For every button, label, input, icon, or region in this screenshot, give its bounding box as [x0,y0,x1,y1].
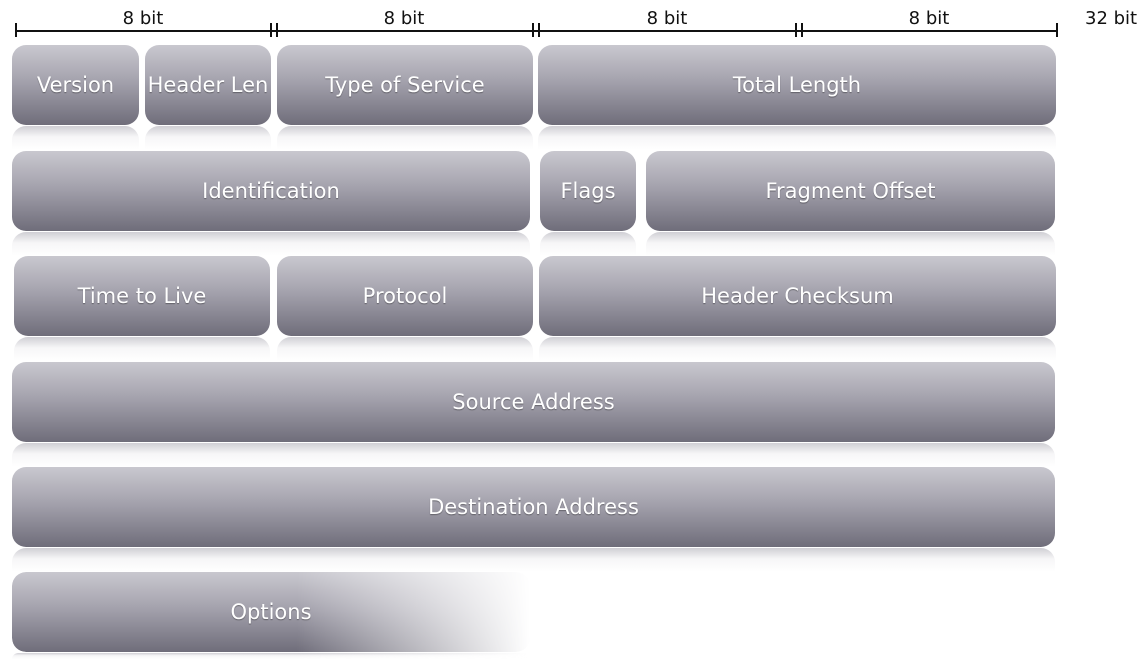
field-version: Version [12,45,139,125]
field-header-checksum: Header Checksum [539,256,1056,336]
segment-label: 8 bit [908,8,950,29]
segment-label: 8 bit [646,8,688,29]
bit-scale: 8 bit 8 bit 8 bit 8 bit 32 bit [0,0,1143,40]
field-label: Flags [560,179,616,203]
field-label: Destination Address [428,495,639,519]
field-label: Protocol [362,284,448,308]
field-label: Header Len [147,73,269,97]
scale-tick [276,23,278,37]
field-label: Type of Service [325,73,485,97]
field-protocol: Protocol [277,256,533,336]
field-reflection [646,232,1055,256]
scale-tick [532,23,534,37]
scale-tick [270,23,272,37]
field-fragment-offset: Fragment Offset [646,151,1055,231]
field-reflection [12,443,1055,467]
field-reflection [12,548,1055,572]
field-identification: Identification [12,151,530,231]
field-label: Total Length [732,73,862,97]
field-reflection [540,232,636,256]
scale-tick [1056,23,1058,37]
field-reflection [12,653,530,659]
field-destination-address: Destination Address [12,467,1055,547]
field-reflection [12,232,530,256]
field-type-of-service: Type of Service [277,45,533,125]
field-label: Header Checksum [701,284,894,308]
field-reflection [277,126,533,150]
field-label: Time to Live [77,284,207,308]
field-total-length: Total Length [538,45,1056,125]
field-source-address: Source Address [12,362,1055,442]
field-flags: Flags [540,151,636,231]
segment-label: 8 bit [383,8,425,29]
field-reflection [277,337,533,361]
scale-tick [795,23,797,37]
scale-line [16,30,1058,32]
field-label: Options [230,600,312,624]
field-label: Source Address [452,390,615,414]
field-reflection [12,126,139,150]
field-time-to-live: Time to Live [14,256,270,336]
field-header-len: Header Len [145,45,271,125]
scale-tick [15,23,17,37]
total-bits-label: 32 bit [1085,8,1138,29]
field-label: Identification [202,179,340,203]
scale-tick [538,23,540,37]
field-reflection [539,337,1056,361]
field-label: Fragment Offset [765,179,936,203]
field-label: Version [36,73,115,97]
segment-label: 8 bit [122,8,164,29]
field-reflection [538,126,1056,150]
field-reflection [145,126,271,150]
field-options: Options [12,572,530,652]
scale-tick [801,23,803,37]
field-reflection [14,337,270,361]
